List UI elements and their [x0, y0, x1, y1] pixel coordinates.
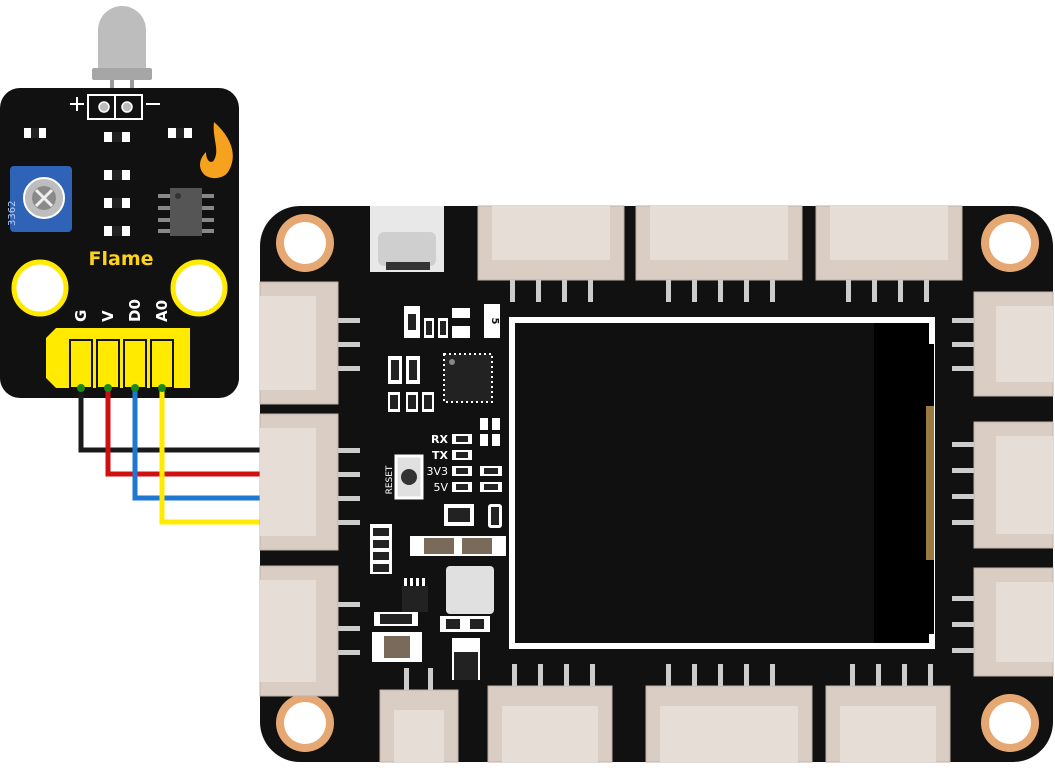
wire-d0: [132, 388, 268, 501]
wire-a0: [159, 388, 268, 525]
ir-led: [92, 6, 152, 102]
sensor-pcb: [0, 88, 239, 398]
wire-gnd: [78, 388, 268, 453]
right-connectors: [952, 291, 1054, 677]
wire-vcc: [105, 388, 268, 477]
bottom-connectors: [379, 664, 951, 763]
led-label-3v3: 3V3: [426, 465, 448, 478]
flame-sensor-module: 3362 Flame G V D0 A0: [0, 6, 239, 398]
pin-label-d0: D0: [126, 299, 144, 322]
potentiometer-icon: 3362: [7, 166, 72, 232]
left-connectors: [259, 281, 360, 697]
sensor-mount-holes: [11, 259, 228, 317]
lower-smd-parts: [370, 504, 506, 680]
left-smd-parts: [388, 356, 434, 412]
mcu-chip: [443, 353, 493, 403]
pin-label-a0: A0: [153, 300, 171, 322]
sensor-smd-parts: [24, 128, 192, 236]
sensor-title: Flame: [89, 248, 154, 270]
led-label-tx: TX: [432, 449, 449, 462]
status-leds: RX TX 3V3 5V: [426, 418, 502, 494]
reset-label: RESET: [385, 465, 395, 494]
jumper: 5: [404, 304, 500, 338]
controller-board: 5 RX TX 3V3 5V RE: [259, 205, 1054, 763]
lcd-screen: [509, 317, 935, 649]
pot-label: 3362: [7, 201, 18, 226]
board-mount-holes: [276, 214, 1039, 752]
usb-c-port-icon: [370, 206, 444, 272]
pin-label-g: G: [72, 310, 90, 322]
led-pads: [70, 94, 160, 120]
reset-button-icon: RESET: [385, 454, 424, 500]
flame-icon: [200, 122, 233, 179]
sensor-pin-header: [46, 328, 190, 389]
jumper-label: 5: [489, 318, 500, 325]
wires: [77, 384, 272, 526]
top-connectors: [477, 205, 963, 302]
pin-label-v: V: [99, 310, 117, 322]
sensor-pin-labels: G V D0 A0: [72, 299, 171, 322]
comparator-chip: [158, 188, 214, 236]
led-label-5v: 5V: [433, 481, 448, 494]
led-label-rx: RX: [431, 433, 448, 446]
